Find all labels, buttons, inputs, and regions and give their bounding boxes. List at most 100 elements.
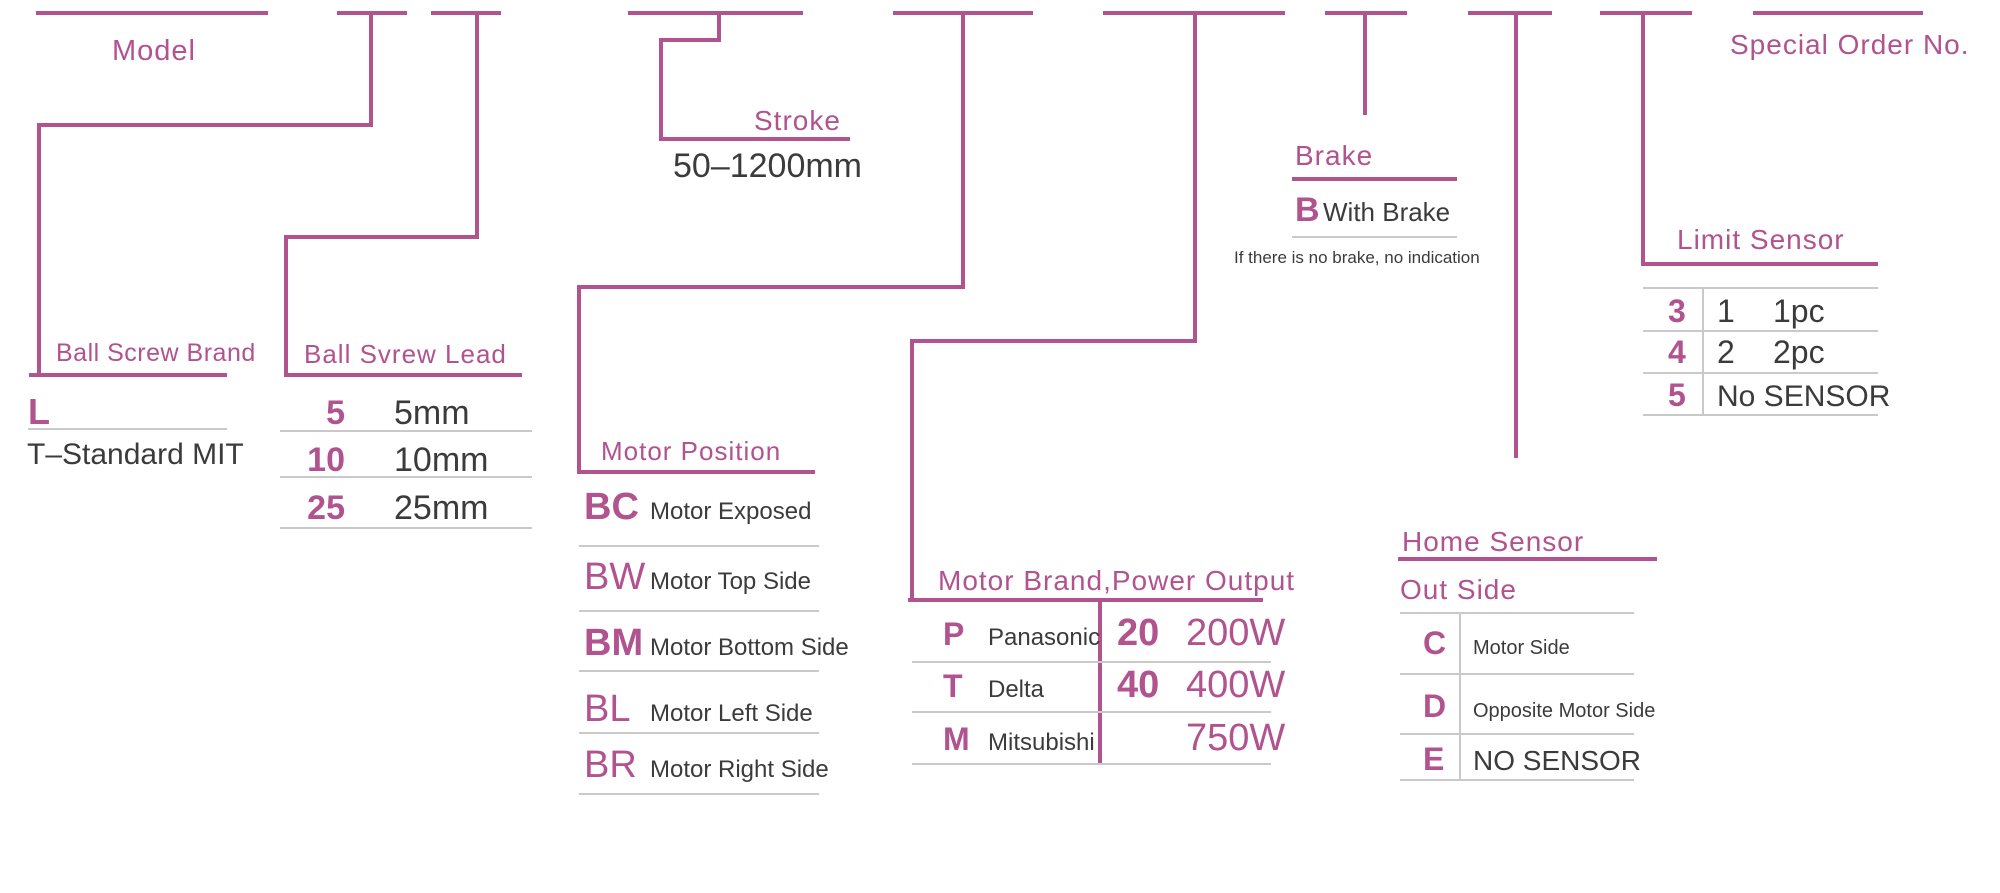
motor-position-row: BR Motor Right Side <box>584 746 829 784</box>
code-rail-segment <box>628 11 803 15</box>
divider-line <box>912 763 1271 765</box>
motor-brand-name: Mitsubishi <box>988 729 1095 756</box>
motor-position-row: BC Motor Exposed <box>584 488 811 526</box>
power-row: 40 400W <box>1117 666 1285 704</box>
home-sensor-row: E NO SENSOR <box>1423 743 1641 775</box>
home-sensor-label: Motor Side <box>1473 637 1570 659</box>
divider-line <box>280 430 532 432</box>
divider-line <box>1643 372 1878 374</box>
leader-line <box>577 285 581 474</box>
lead-row: 10 10mm <box>288 443 488 477</box>
motor-brand-code: T <box>943 668 963 704</box>
leader-line <box>961 11 965 289</box>
stroke-range: 50–1200mm <box>673 147 863 185</box>
section-underline <box>659 137 850 141</box>
motor-position-code: BM <box>584 622 644 664</box>
section-underline <box>1292 177 1457 181</box>
home-sensor-label: NO SENSOR <box>1473 745 1642 776</box>
leader-line <box>659 38 721 42</box>
motor-position-label: Motor Top Side <box>650 568 811 595</box>
limit-sensor-label: 2pc <box>1773 334 1825 370</box>
limit-sensor-qty: 2 <box>1717 334 1735 370</box>
code-rail-segment <box>1468 11 1552 15</box>
home-sensor-code: D <box>1423 688 1447 724</box>
section-underline <box>577 470 815 474</box>
motor-brand-row: T Delta <box>943 670 1044 702</box>
section-underline <box>1641 262 1878 266</box>
limit-sensor-code: 4 <box>1668 334 1686 370</box>
motor-position-row: BL Motor Left Side <box>584 690 813 728</box>
motor-position-label: Motor Exposed <box>650 498 812 525</box>
table-divider-line <box>1459 612 1461 780</box>
divider-line <box>912 711 1271 713</box>
motor-brand-name: Delta <box>988 676 1045 703</box>
power-row: 750W <box>1117 719 1285 757</box>
leader-line <box>1641 11 1645 266</box>
divider-line <box>1643 330 1878 332</box>
table-divider-line <box>1702 287 1704 416</box>
motor-position-code: BR <box>584 744 637 786</box>
motor-position-code: BL <box>584 688 631 730</box>
lead-value: 5mm <box>394 394 470 432</box>
limit-sensor-title: Limit Sensor <box>1677 224 1845 255</box>
home-sensor-title: Home Sensor <box>1402 526 1585 557</box>
leader-line <box>475 11 479 239</box>
motor-brand-row: M Mitsubishi <box>943 723 1095 755</box>
divider-line <box>912 661 1271 663</box>
divider-line <box>1400 612 1634 614</box>
power-value: 400W <box>1186 664 1286 706</box>
limit-sensor-label: 1pc <box>1773 293 1825 329</box>
home-sensor-subtitle: Out Side <box>1400 574 1517 605</box>
leader-line <box>1514 11 1518 458</box>
leader-line <box>37 123 373 127</box>
divider-line <box>1400 779 1634 781</box>
motor-position-title: Motor Position <box>601 436 782 466</box>
divider-line <box>280 527 532 529</box>
leader-line <box>1193 11 1197 343</box>
leader-line <box>37 123 41 377</box>
brake-code: B <box>1295 191 1320 229</box>
divider-line <box>579 670 819 672</box>
leader-line <box>284 235 288 377</box>
motor-position-label: Motor Right Side <box>650 756 829 783</box>
divider-line <box>280 476 532 478</box>
limit-sensor-code: 5 <box>1668 377 1686 413</box>
model-label: Model <box>112 35 196 67</box>
section-underline <box>284 373 522 377</box>
lead-value: 10mm <box>394 441 489 479</box>
leader-line <box>717 11 721 42</box>
motor-position-code: BC <box>584 486 639 528</box>
lead-value: 25mm <box>394 489 489 527</box>
motor-brand-name: Panasonic <box>988 624 1101 651</box>
divider-line <box>1400 733 1634 735</box>
brake-note: If there is no brake, no indication <box>1234 248 1480 267</box>
divider-line <box>1292 236 1457 238</box>
motor-brand-code: M <box>943 721 970 757</box>
divider-line <box>579 545 819 547</box>
code-rail-segment <box>36 11 268 15</box>
power-code: 40 <box>1117 664 1160 706</box>
lead-code: 10 <box>307 441 345 479</box>
motor-position-label: Motor Left Side <box>650 700 813 727</box>
stroke-title: Stroke <box>754 105 841 136</box>
home-sensor-code: E <box>1423 741 1445 777</box>
leader-line <box>659 38 663 141</box>
code-rail-segment <box>1753 11 1923 15</box>
section-underline <box>908 598 1263 602</box>
leader-line <box>1363 11 1367 115</box>
table-divider-line <box>1098 598 1102 765</box>
leader-line <box>910 339 914 602</box>
divider-line <box>1643 287 1878 289</box>
ball-screw-brand-description: T–Standard MIT <box>27 438 244 471</box>
